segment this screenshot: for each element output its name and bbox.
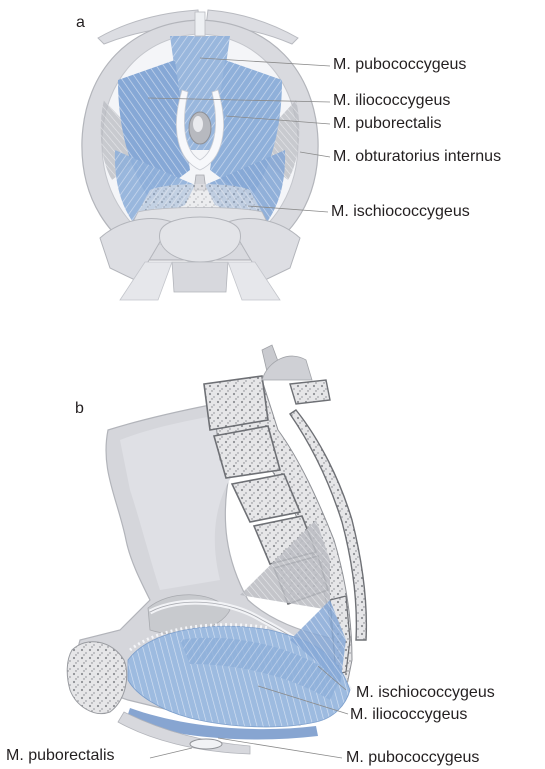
pubic-symphysis [195,12,205,36]
label-a-ischiococcygeus: M. ischiococcygeus [331,203,470,221]
label-a-obturatorius: M. obturatorius internus [333,148,501,166]
posterior-sacral-crest [290,380,330,404]
label-a-pubococcygeus: M. pubococcygeus [333,56,466,74]
label-b-pubococcygeus: M. pubococcygeus [346,749,479,767]
panel-a-illustration [82,10,318,300]
label-a-puborectalis: M. puborectalis [333,115,442,133]
pubic-bone-cut [67,642,126,714]
leader-b-puborectalis [150,748,192,758]
panel-b-letter: b [75,400,84,418]
label-b-ischiococcygeus: M. ischiococcygeus [356,684,495,702]
label-a-iliococcygeus: M. iliococcygeus [333,92,450,110]
label-b-iliococcygeus: M. iliococcygeus [350,706,467,724]
panel-b-illustration [67,345,366,754]
puborectalis-crosssection [190,739,222,749]
label-b-puborectalis: M. puborectalis [6,747,115,765]
lumbar-vertebra [160,217,241,262]
panel-a-letter: a [76,14,85,32]
